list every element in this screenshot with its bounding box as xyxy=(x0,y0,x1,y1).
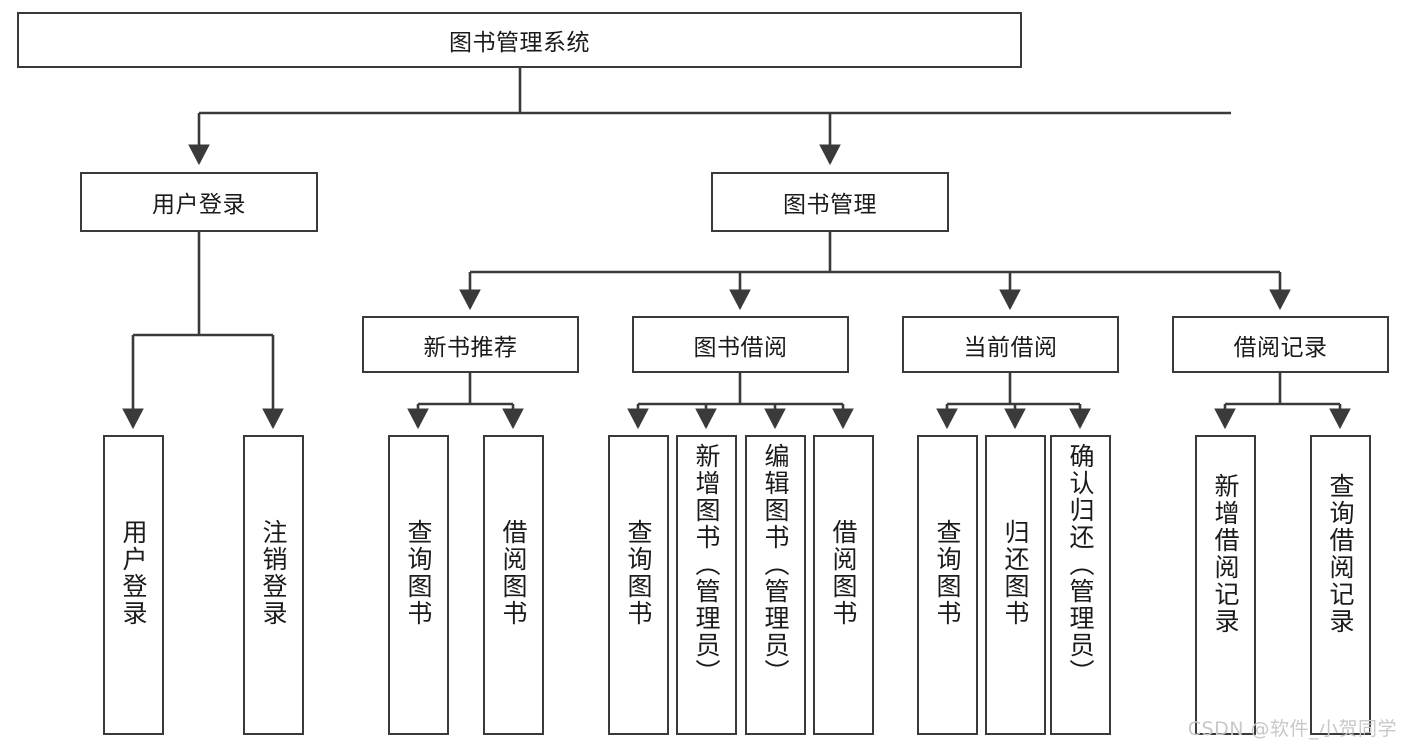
node-current-borrow[interactable]: 当前借阅 xyxy=(902,316,1119,373)
node-leaf-return-book-label: 归还图书 xyxy=(1001,519,1030,627)
node-leaf-logout-login-label: 注销登录 xyxy=(259,519,288,627)
node-leaf-confirm-return-label: 确认归还（管理员） xyxy=(1066,443,1095,686)
node-leaf-add-record-label: 新增借阅记录 xyxy=(1211,473,1240,635)
csdn-watermark: CSDN @软件_小贺同学 xyxy=(1187,718,1397,740)
node-leaf-edit-book-label: 编辑图书（管理员） xyxy=(761,443,790,686)
node-leaf-add-book-label: 新增图书（管理员） xyxy=(692,443,721,686)
node-leaf-query-record-label: 查询借阅记录 xyxy=(1326,473,1355,635)
node-leaf-edit-book[interactable]: 编辑图书（管理员） xyxy=(745,435,806,735)
node-leaf-add-record[interactable]: 新增借阅记录 xyxy=(1195,435,1256,735)
node-leaf-borrow-book-2-label: 借阅图书 xyxy=(829,519,858,627)
node-leaf-borrow-book-1-label: 借阅图书 xyxy=(499,519,528,627)
node-leaf-confirm-return[interactable]: 确认归还（管理员） xyxy=(1050,435,1111,735)
node-root-system-label: 图书管理系统 xyxy=(449,30,590,56)
node-book-management-label: 图书管理 xyxy=(783,192,877,218)
node-leaf-query-book-3[interactable]: 查询图书 xyxy=(917,435,978,735)
node-current-borrow-label: 当前借阅 xyxy=(963,334,1058,361)
node-borrow-record-label: 借阅记录 xyxy=(1233,334,1328,361)
node-leaf-borrow-book-1[interactable]: 借阅图书 xyxy=(483,435,544,735)
node-leaf-user-login-label: 用户登录 xyxy=(119,519,148,627)
node-leaf-add-book[interactable]: 新增图书（管理员） xyxy=(676,435,737,735)
node-leaf-user-login[interactable]: 用户登录 xyxy=(103,435,164,735)
node-leaf-query-record[interactable]: 查询借阅记录 xyxy=(1310,435,1371,735)
node-leaf-logout-login[interactable]: 注销登录 xyxy=(243,435,304,735)
node-book-borrow-label: 图书借阅 xyxy=(693,334,788,361)
node-leaf-query-book-2-label: 查询图书 xyxy=(624,519,653,627)
node-leaf-query-book-1[interactable]: 查询图书 xyxy=(388,435,449,735)
node-borrow-record[interactable]: 借阅记录 xyxy=(1172,316,1389,373)
node-book-borrow[interactable]: 图书借阅 xyxy=(632,316,849,373)
node-leaf-query-book-2[interactable]: 查询图书 xyxy=(608,435,669,735)
node-root-system[interactable]: 图书管理系统 xyxy=(17,12,1022,68)
node-leaf-return-book[interactable]: 归还图书 xyxy=(985,435,1046,735)
node-leaf-query-book-3-label: 查询图书 xyxy=(933,519,962,627)
node-book-management[interactable]: 图书管理 xyxy=(711,172,949,232)
node-user-login[interactable]: 用户登录 xyxy=(80,172,318,232)
node-new-book-recommend-label: 新书推荐 xyxy=(423,334,518,361)
node-leaf-query-book-1-label: 查询图书 xyxy=(404,519,433,627)
node-leaf-borrow-book-2[interactable]: 借阅图书 xyxy=(813,435,874,735)
node-user-login-label: 用户登录 xyxy=(152,192,246,218)
node-new-book-recommend[interactable]: 新书推荐 xyxy=(362,316,579,373)
